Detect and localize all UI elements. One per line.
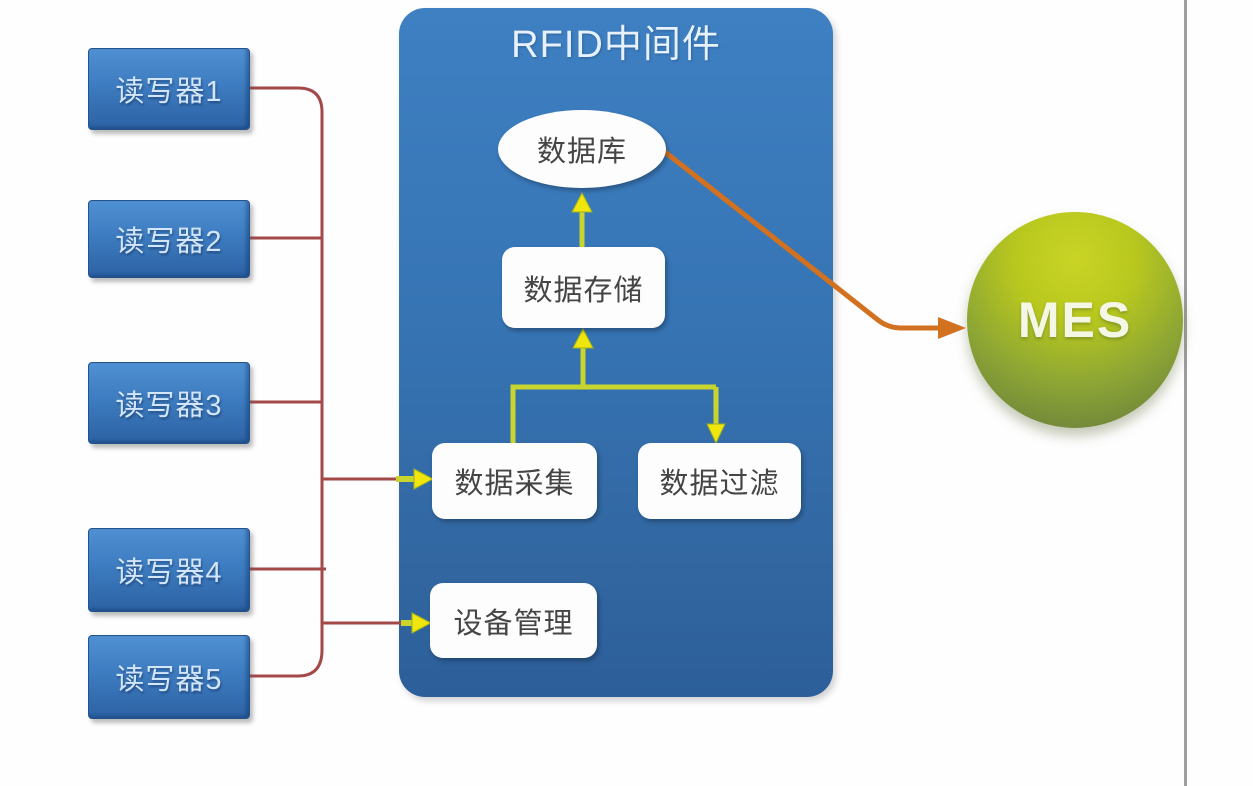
reader-1-label: 读写器1	[115, 76, 223, 108]
mes-label: MES	[1017, 292, 1133, 348]
node-device-management: 设备管理	[430, 583, 597, 658]
node-database: 数据库	[498, 110, 666, 188]
node-database-label: 数据库	[536, 136, 627, 168]
node-data-filter-label: 数据过滤	[659, 468, 780, 500]
page-divider-line	[1184, 0, 1187, 786]
reader-box-3: 读写器3	[88, 362, 250, 444]
reader-box-4: 读写器4	[88, 528, 250, 612]
reader-5-label: 读写器5	[115, 664, 223, 696]
mes-node: MES	[967, 212, 1183, 428]
node-data-collection-label: 数据采集	[454, 468, 575, 500]
middleware-title: RFID中间件	[511, 24, 721, 66]
node-data-collection: 数据采集	[432, 443, 597, 519]
reader-4-label: 读写器4	[115, 557, 223, 589]
node-device-management-label: 设备管理	[453, 607, 574, 640]
reader-box-5: 读写器5	[88, 635, 250, 719]
reader-box-1: 读写器1	[88, 48, 250, 130]
node-data-storage-label: 数据存储	[523, 274, 644, 307]
node-data-storage: 数据存储	[502, 247, 665, 328]
reader-3-label: 读写器3	[115, 390, 223, 422]
reader-box-2: 读写器2	[88, 200, 250, 278]
reader-2-label: 读写器2	[115, 226, 223, 258]
node-data-filter: 数据过滤	[638, 443, 801, 519]
reader-bus-line	[248, 86, 403, 678]
